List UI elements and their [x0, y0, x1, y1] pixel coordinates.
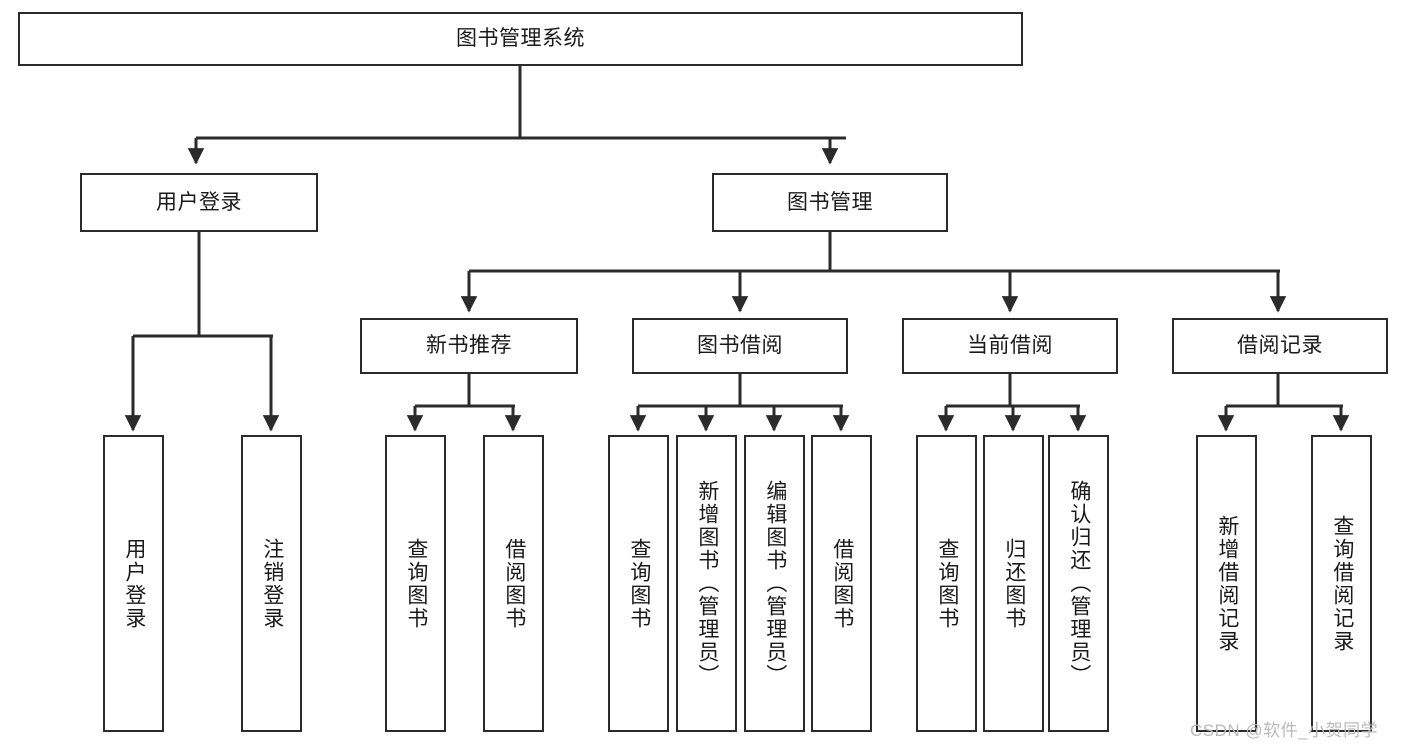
node-borrow-record[interactable]: 借阅记录	[1172, 318, 1388, 374]
node-label: 图书借阅	[697, 334, 783, 358]
node-label: 查询图书	[935, 537, 959, 630]
leaf-current-borrow-confirm-return-admin[interactable]: 确认归还（管理员）	[1048, 435, 1109, 732]
node-label: 借阅图书	[502, 537, 526, 630]
node-label: 新增图书（管理员）	[695, 480, 719, 687]
leaf-book-borrow-borrow-book[interactable]: 借阅图书	[811, 435, 872, 732]
node-new-book-recommend[interactable]: 新书推荐	[360, 318, 578, 374]
leaf-user-login-logout[interactable]: 注销登录	[241, 435, 302, 732]
node-label: 注销登录	[260, 537, 284, 630]
node-label: 图书管理	[787, 190, 873, 214]
leaf-borrow-record-query-record[interactable]: 查询借阅记录	[1311, 435, 1372, 732]
node-label: 查询借阅记录	[1330, 514, 1354, 653]
node-user-login[interactable]: 用户登录	[80, 173, 318, 232]
node-label: 新增借阅记录	[1215, 514, 1239, 653]
leaf-book-borrow-add-book-admin[interactable]: 新增图书（管理员）	[676, 435, 737, 732]
node-label: 查询图书	[627, 537, 651, 630]
node-label: 图书管理系统	[456, 27, 585, 51]
leaf-new-book-query-book[interactable]: 查询图书	[385, 435, 446, 732]
node-book-management[interactable]: 图书管理	[712, 173, 948, 232]
node-label: 新书推荐	[426, 334, 512, 358]
leaf-current-borrow-query-book[interactable]: 查询图书	[916, 435, 977, 732]
node-current-borrow[interactable]: 当前借阅	[902, 318, 1118, 374]
node-root-book-management-system[interactable]: 图书管理系统	[18, 12, 1023, 66]
node-label: 编辑图书（管理员）	[763, 480, 787, 687]
node-label: 归还图书	[1002, 537, 1026, 630]
node-label: 借阅记录	[1237, 334, 1323, 358]
node-label: 用户登录	[156, 190, 242, 214]
node-label: 确认归还（管理员）	[1067, 480, 1091, 687]
node-label: 查询图书	[404, 537, 428, 630]
leaf-current-borrow-return-book[interactable]: 归还图书	[983, 435, 1044, 732]
leaf-book-borrow-query-book[interactable]: 查询图书	[608, 435, 669, 732]
node-label: 当前借阅	[967, 334, 1053, 358]
leaf-book-borrow-edit-book-admin[interactable]: 编辑图书（管理员）	[744, 435, 805, 732]
leaf-borrow-record-add-record[interactable]: 新增借阅记录	[1196, 435, 1257, 732]
leaf-new-book-borrow-book[interactable]: 借阅图书	[483, 435, 544, 732]
csdn-watermark: CSDN @软件_小贺同学	[1190, 721, 1379, 740]
node-label: 借阅图书	[830, 537, 854, 630]
leaf-user-login-login[interactable]: 用户登录	[103, 435, 164, 732]
node-label: 用户登录	[122, 537, 146, 630]
node-book-borrow[interactable]: 图书借阅	[632, 318, 848, 374]
